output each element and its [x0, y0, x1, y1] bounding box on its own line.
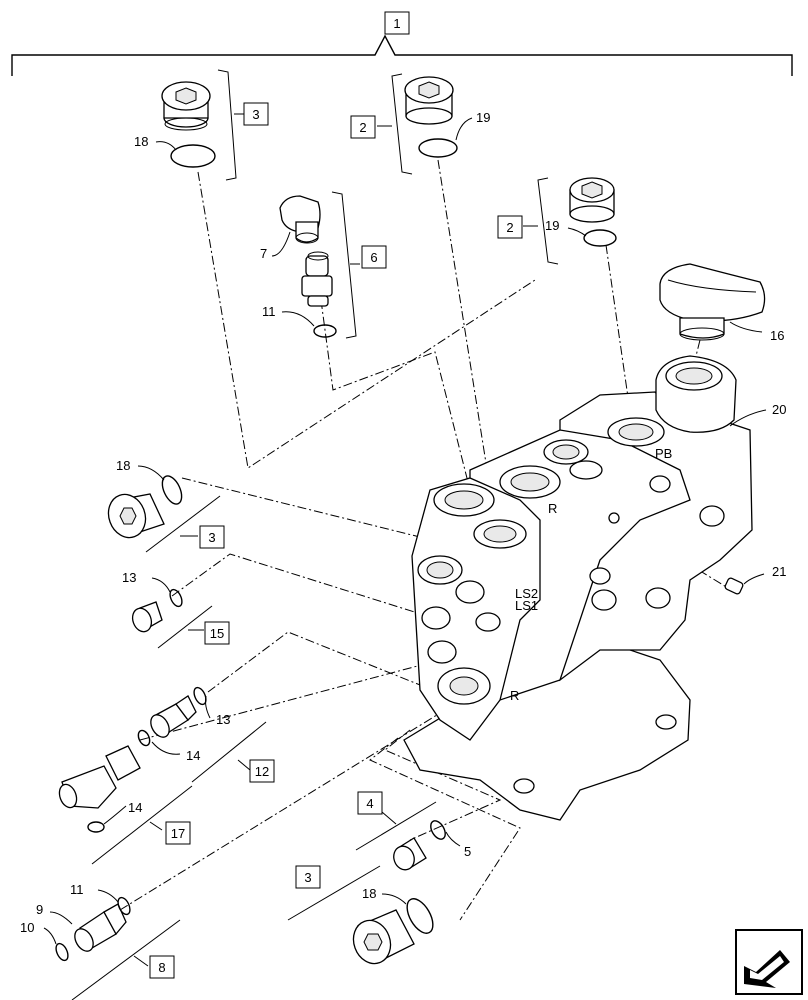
svg-text:4: 4: [366, 796, 373, 811]
svg-text:R: R: [548, 501, 557, 516]
plug-3-left: [107, 493, 165, 539]
o-ring-13-left: [169, 588, 183, 608]
svg-text:LS1: LS1: [515, 598, 538, 613]
svg-text:PB: PB: [655, 446, 672, 461]
svg-text:15: 15: [210, 626, 224, 641]
callout-7: 7: [260, 246, 267, 261]
leader-lines: [43, 117, 767, 945]
callout-18-left: 18: [116, 458, 130, 473]
o-ring-18-top: [170, 144, 216, 168]
svg-text:3: 3: [252, 107, 259, 122]
callout-18-bottom: 18: [362, 886, 376, 901]
callout-13-mid: 13: [216, 712, 230, 727]
o-ring-19-top: [418, 138, 458, 158]
assembly-lines: [119, 159, 729, 921]
assembly-bracket: [11, 34, 793, 76]
o-ring-14-mid: [137, 729, 151, 747]
callout-box-12: 12: [249, 759, 275, 783]
valve-body-20: R PB LS2 LS1 R: [403, 355, 753, 821]
callout-box-3-left: 3: [199, 525, 225, 549]
callout-16: 16: [770, 328, 784, 343]
callout-11-bottom: 11: [70, 882, 84, 897]
callout-5: 5: [464, 844, 471, 859]
o-ring-13-mid: [193, 686, 207, 706]
callout-18-top: 18: [134, 134, 148, 149]
plug-3-bottom: [352, 909, 415, 965]
callout-13-left: 13: [122, 570, 136, 585]
callout-box-3-bottom: 3: [295, 865, 321, 889]
o-ring-10: [55, 942, 69, 962]
callout-10: 10: [20, 920, 34, 935]
plug-3-top: [161, 81, 211, 131]
callout-14-mid: 14: [186, 748, 200, 763]
svg-text:R: R: [510, 688, 519, 703]
svg-text:17: 17: [171, 826, 185, 841]
plug-4: [393, 837, 427, 871]
fitting-8: [74, 903, 127, 952]
svg-text:2: 2: [359, 120, 366, 135]
callout-21: 21: [772, 564, 786, 579]
svg-text:3: 3: [208, 530, 215, 545]
callout-box-1: 1: [384, 11, 410, 35]
svg-text:3: 3: [304, 870, 311, 885]
elbow-fitting-17: [58, 745, 141, 809]
callout-box-15: 15: [204, 621, 230, 645]
o-ring-11-top: [313, 324, 337, 338]
o-ring-19-right: [583, 229, 617, 247]
callout-box-2-top: 2: [350, 115, 376, 139]
plug-15: [131, 601, 163, 633]
callout-19-right: 19: [545, 218, 559, 233]
o-ring-18-bottom: [406, 898, 434, 934]
o-ring-5: [430, 820, 446, 840]
fitting-6: [301, 251, 333, 307]
callout-box-4: 4: [357, 791, 383, 815]
o-ring-11-bottom: [117, 896, 131, 916]
plug-2-top: [404, 76, 454, 125]
callout-19-top: 19: [476, 110, 490, 125]
filler-cap-16: [659, 263, 766, 341]
svg-text:12: 12: [255, 764, 269, 779]
plug-2-right: [569, 177, 615, 223]
plain-callouts: 18 19 19 7 11 16 20 18 21 13 13 14 14 5 …: [20, 110, 786, 935]
callout-14-bottom: 14: [128, 800, 142, 815]
callout-11-top: 11: [262, 304, 276, 319]
o-ring-18-left: [161, 475, 183, 505]
svg-text:6: 6: [370, 250, 377, 265]
callout-box-2-right: 2: [497, 215, 523, 239]
o-ring-14-bottom: [87, 821, 105, 833]
svg-text:2: 2: [506, 220, 513, 235]
callout-box-17: 17: [165, 821, 191, 845]
navigation-arrow-icon[interactable]: [735, 929, 803, 995]
callout-box-6: 6: [361, 245, 387, 269]
svg-text:8: 8: [158, 960, 165, 975]
svg-text:1: 1: [393, 16, 400, 31]
callout-box-3-top: 3: [243, 102, 269, 126]
callout-box-8: 8: [149, 955, 175, 979]
callout-9: 9: [36, 902, 43, 917]
callout-20: 20: [772, 402, 786, 417]
fitting-12: [150, 695, 197, 738]
small-plug-21: [724, 577, 744, 595]
dust-cap-7: [279, 195, 321, 244]
svg-text:LS2: LS2: [515, 586, 538, 601]
